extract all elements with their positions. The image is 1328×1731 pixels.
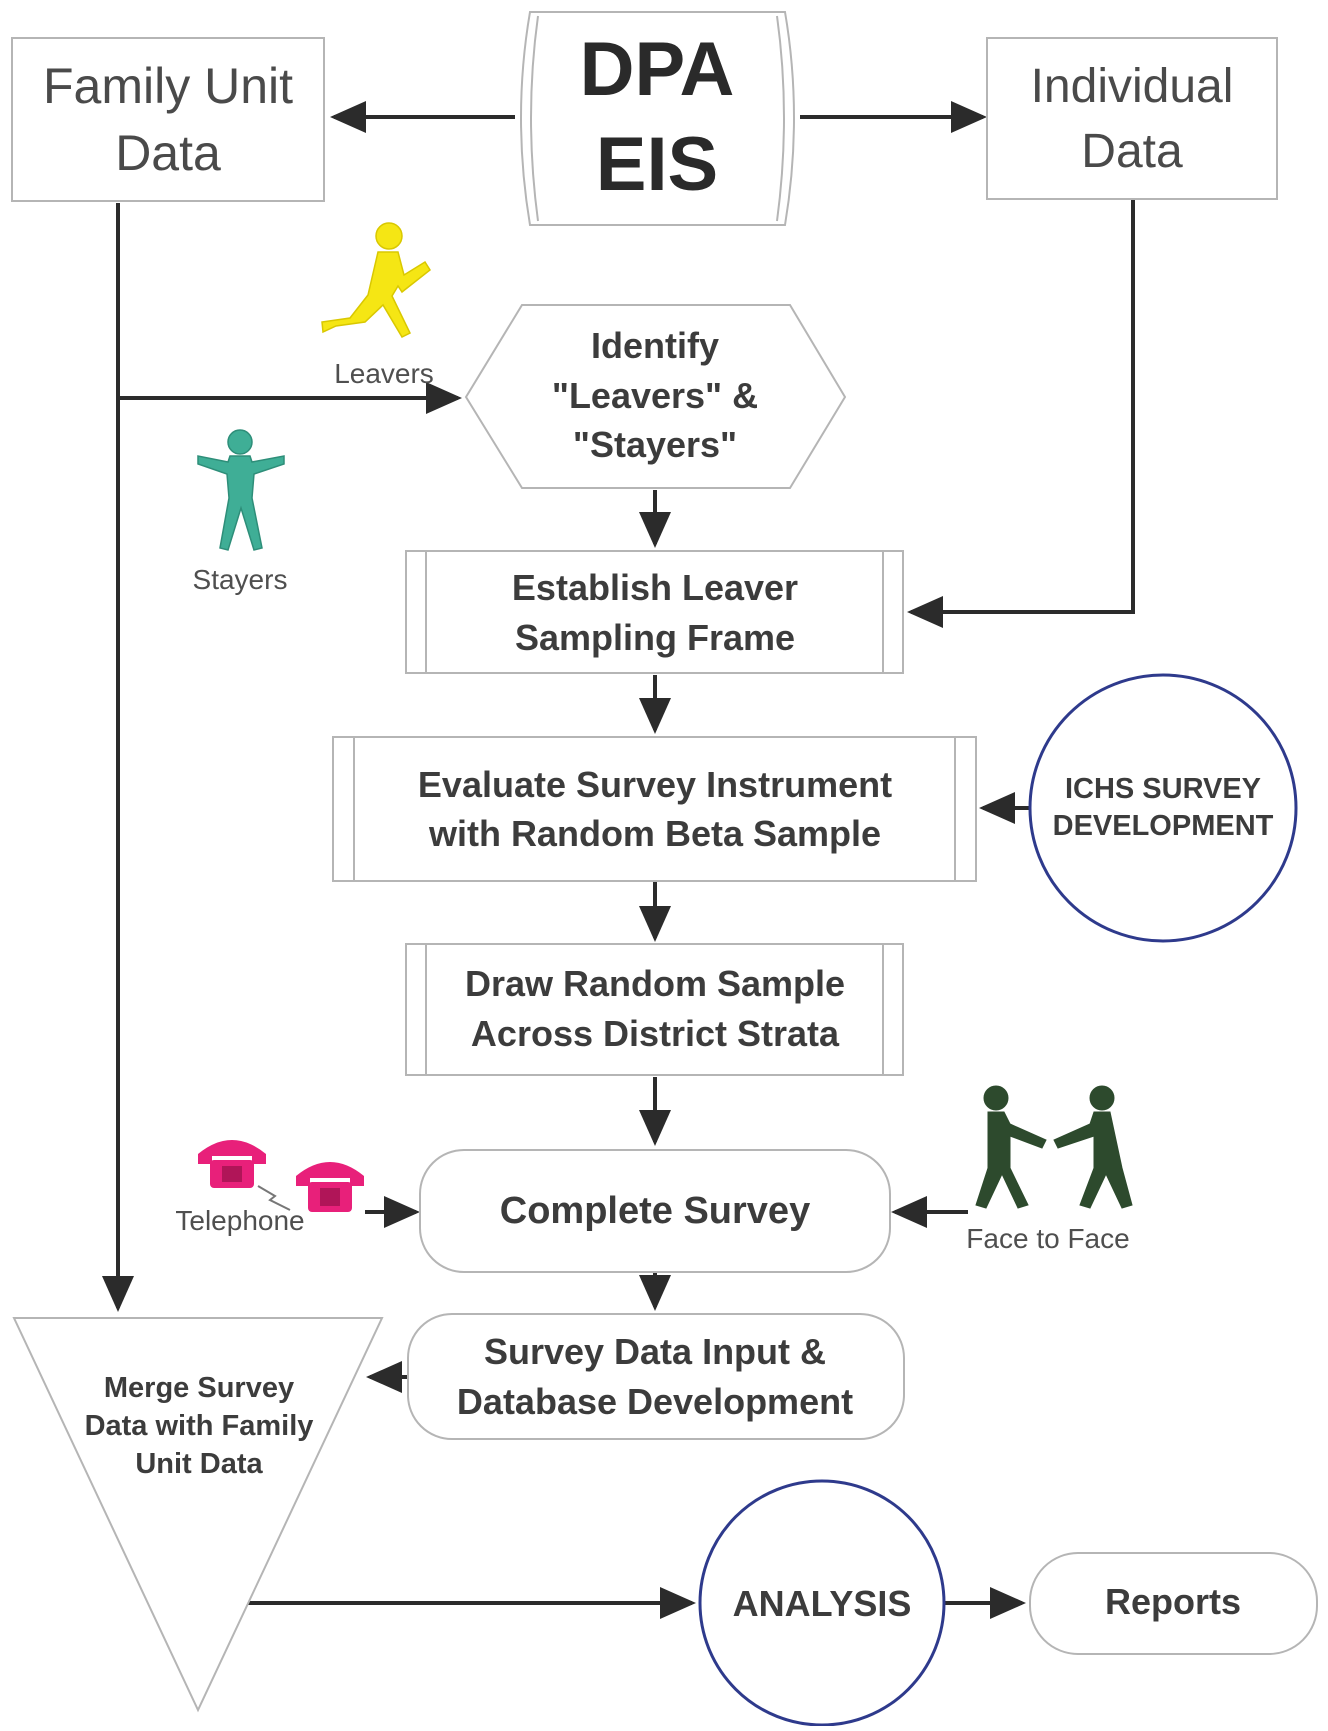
merge-line-3: Unit Data	[135, 1448, 263, 1480]
node-evaluate: Evaluate Survey Instrument with Random B…	[332, 736, 977, 882]
individual-line-2: Data	[1081, 125, 1183, 178]
node-identify: Identify "Leavers" & "Stayers"	[464, 304, 847, 489]
node-complete-survey: Complete Survey	[419, 1149, 891, 1273]
establish-line-2: Sampling Frame	[515, 617, 795, 658]
telephone-icon-right	[296, 1162, 364, 1212]
arrow-individual-to-establish	[907, 200, 1135, 628]
evaluate-line-1: Evaluate Survey Instrument	[418, 764, 892, 805]
telephone-label: Telephone	[175, 1205, 304, 1236]
node-family-unit-data: Family Unit Data	[11, 37, 325, 202]
survey-input-line-1: Survey Data Input &	[484, 1331, 826, 1372]
face-to-face-label: Face to Face	[966, 1223, 1129, 1254]
telephone-zigzag	[257, 1185, 291, 1211]
ichs-line-1: ICHS SURVEY	[1065, 773, 1261, 805]
node-reports: Reports	[1029, 1552, 1318, 1655]
node-draw-random-sample: Draw Random Sample Across District Strat…	[405, 943, 904, 1076]
stayers-figure-icon	[197, 429, 285, 551]
node-merge: Merge Survey Data with Family Unit Data	[12, 1317, 384, 1713]
node-dpa-eis: DPA EIS	[520, 11, 795, 226]
dpa-eis-line-2: EIS	[596, 122, 719, 207]
identify-line-1: Identify	[591, 325, 719, 366]
face-to-face-icon	[975, 1085, 1133, 1209]
leavers-figure-icon	[321, 222, 431, 338]
connectors	[102, 101, 1135, 1619]
evaluate-line-2: with Random Beta Sample	[428, 813, 881, 854]
node-analysis: ANALYSIS	[698, 1479, 946, 1727]
establish-line-1: Establish Leaver	[512, 567, 798, 608]
draw-line-1: Draw Random Sample	[465, 963, 845, 1004]
identify-line-3: "Stayers"	[573, 424, 737, 465]
telephone-icon-left	[198, 1140, 266, 1188]
dpa-eis-line-1: DPA	[580, 27, 735, 112]
node-ichs-survey-development: ICHS SURVEY DEVELOPMENT	[1028, 673, 1298, 943]
leavers-label: Leavers	[334, 358, 434, 389]
individual-line-1: Individual	[1031, 60, 1234, 113]
node-survey-data-input: Survey Data Input & Database Development	[407, 1313, 905, 1440]
reports-label: Reports	[1105, 1581, 1241, 1622]
node-individual-data: Individual Data	[986, 37, 1278, 200]
ichs-line-2: DEVELOPMENT	[1053, 810, 1274, 842]
complete-line-1: Complete Survey	[500, 1190, 810, 1232]
merge-line-2: Data with Family	[85, 1410, 314, 1442]
identify-line-2: "Leavers" &	[552, 375, 758, 416]
family-unit-line-2: Data	[115, 125, 221, 181]
draw-line-2: Across District Strata	[471, 1013, 840, 1054]
analysis-label: ANALYSIS	[733, 1583, 912, 1624]
stayers-label: Stayers	[193, 564, 288, 595]
node-establish: Establish Leaver Sampling Frame	[405, 550, 904, 674]
family-unit-line-1: Family Unit	[43, 58, 293, 114]
survey-input-line-2: Database Development	[457, 1381, 853, 1422]
merge-line-1: Merge Survey	[104, 1372, 294, 1404]
